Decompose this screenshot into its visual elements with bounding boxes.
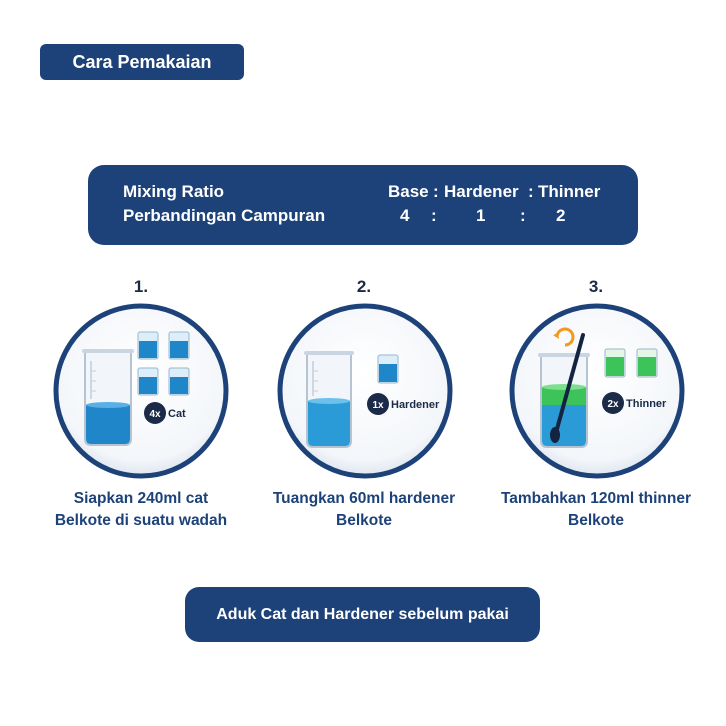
stir-stick-icon [550,333,585,443]
caption-line: Tuangkan 60ml hardener [272,490,456,507]
small-beaker-icon [137,367,159,396]
small-beaker-icon [377,354,399,384]
quantity-badge-text: 2x [607,399,619,410]
step-number: 1. [133,277,149,296]
caption-line: Belkote di suatu wadah [54,512,228,529]
ratio-thinner-value: 2 [556,206,566,225]
caption-line: Tambahkan 120ml thinner [500,490,692,507]
ratio-base-label: Base [388,182,429,201]
refresh-icon [553,327,575,347]
small-beaker-icon [168,367,190,396]
step-3-illustration: 2x Thinner [507,301,687,481]
step-number: 3. [588,277,604,296]
small-beaker-icon [636,348,658,378]
mixing-note-text: Aduk Cat dan Hardener sebelum pakai [216,605,509,623]
ratio-hardener-label: Hardener [444,182,519,201]
quantity-badge [602,392,624,414]
step-1-illustration: 4x Cat [51,301,231,481]
small-beaker-icon [137,331,159,360]
quantity-badge-text: 4x [149,409,161,420]
step-2-caption: Tuangkan 60ml hardener Belkote [248,488,480,532]
ratio-label-id: Perbandingan Campuran [123,206,326,225]
ratio-sep: : [433,182,439,201]
step-1-caption: Siapkan 240ml cat Belkote di suatu wadah [25,488,257,532]
step-3-caption: Tambahkan 120ml thinner Belkote [480,488,712,532]
quantity-badge [144,402,166,424]
small-beaker-icon [604,348,626,378]
quantity-badge-text: 1x [372,400,384,411]
small-beaker-icon [168,331,190,360]
quantity-badge-label: Cat [168,408,186,420]
beaker-icon [304,351,354,448]
mixing-ratio-panel: Mixing Ratio Perbandingan Campuran Base … [88,165,638,245]
step-circle-ring [277,303,453,479]
caption-line: Belkote [568,512,624,529]
title-badge: Cara Pemakaian [40,44,244,80]
ratio-base-value: 4 [400,206,410,225]
ratio-sep: : [520,206,526,225]
ratio-thinner-label: Thinner [538,182,601,201]
ratio-label-en: Mixing Ratio [123,182,225,201]
step-2-illustration: 1x Hardener [275,301,455,481]
page-title: Cara Pemakaian [72,51,212,72]
quantity-badge [367,393,389,415]
mixing-note-badge: Aduk Cat dan Hardener sebelum pakai [185,587,540,642]
step-circle-ring [509,303,685,479]
ratio-hardener-value: 1 [476,206,486,225]
step-number: 2. [356,277,372,296]
caption-line: Siapkan 240ml cat [73,490,209,507]
ratio-sep: : [431,206,437,225]
quantity-badge-label: Thinner [626,398,667,410]
quantity-badge-label: Hardener [391,399,440,411]
beaker-icon [82,349,134,446]
caption-line: Belkote [336,512,392,529]
ratio-sep: : [528,182,534,201]
